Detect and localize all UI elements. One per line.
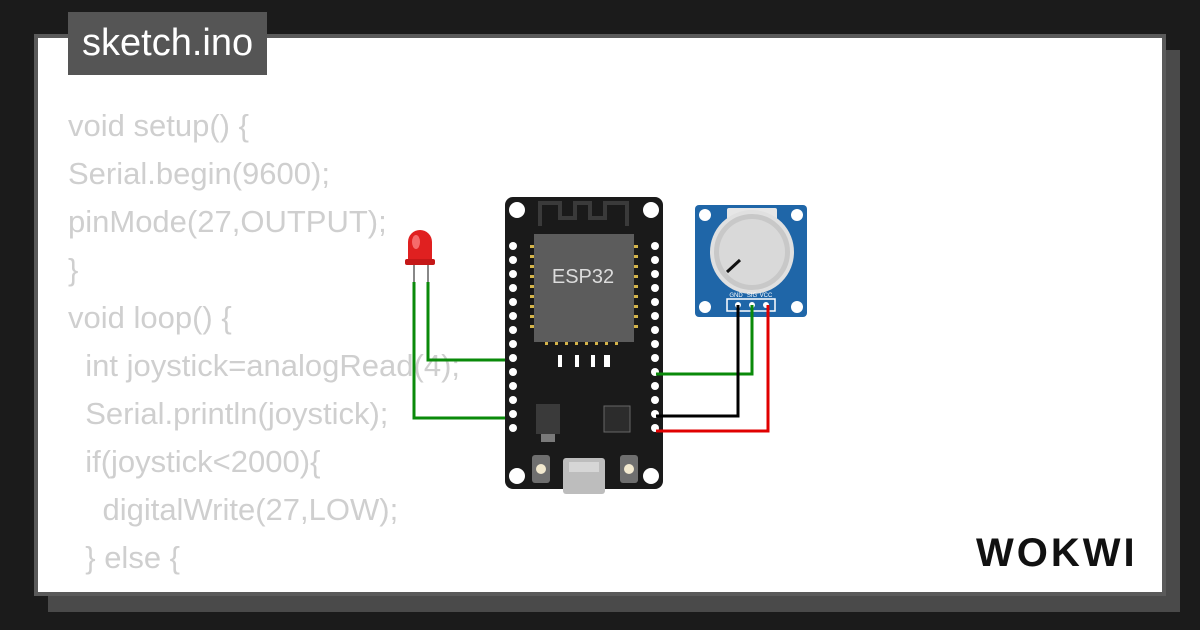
code-line: int joystick=analogRead(4); [68,348,461,383]
code-line: Serial.begin(9600); [68,156,330,191]
led-component[interactable] [405,230,435,282]
wire-led-cathode [412,282,512,420]
code-preview: void setup() { Serial.begin(9600); pinMo… [68,102,460,582]
pot-pin-gnd: GND [729,293,743,299]
code-line: void setup() { [68,108,249,143]
code-line: digitalWrite(27,LOW); [68,492,399,527]
esp32-board[interactable]: ESP32 [505,197,663,494]
wire-pot-sig [656,305,754,376]
wire-pot-vcc [656,305,770,433]
potentiometer-component[interactable]: GND SIG VCC [695,205,807,317]
wokwi-logo: WOKWI [976,531,1138,574]
file-tab[interactable]: sketch.ino [68,12,268,75]
logo-text: WOKWI [976,531,1138,574]
code-line: Serial.println(joystick); [68,396,389,431]
code-line: pinMode(27,OUTPUT); [68,204,387,239]
wire-led-anode [426,282,512,362]
chip-label: ESP32 [552,266,614,288]
code-line: } [68,252,79,287]
pot-pin-vcc: VCC [760,293,773,299]
code-line: } else { [68,540,181,575]
wire-pot-gnd [656,305,740,418]
card-content: void setup() { Serial.begin(9600); pinMo… [38,38,1162,592]
code-line: if(joystick<2000){ [68,444,321,479]
pot-pin-sig: SIG [747,293,758,299]
code-line: void loop() { [68,300,232,335]
